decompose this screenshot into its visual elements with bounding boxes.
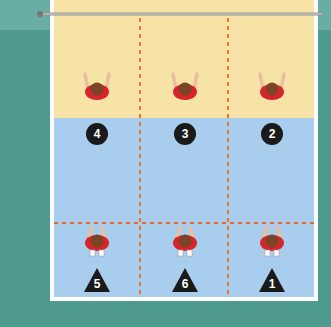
position-circle: 3 bbox=[174, 123, 196, 145]
position-number: 2 bbox=[261, 123, 283, 141]
position-number: 6 bbox=[172, 268, 198, 291]
position-number: 3 bbox=[174, 123, 196, 141]
player bbox=[173, 74, 197, 100]
front-zone bbox=[54, 0, 314, 118]
player bbox=[85, 228, 109, 256]
player bbox=[260, 228, 284, 256]
position-circle: 4 bbox=[86, 123, 108, 145]
position-triangle: 5 bbox=[84, 268, 110, 292]
net-post bbox=[37, 11, 43, 17]
position-number: 1 bbox=[259, 268, 285, 291]
zone-dividers bbox=[54, 18, 314, 297]
position-number: 5 bbox=[84, 268, 110, 291]
net-highlight bbox=[38, 14, 322, 15]
position-number: 4 bbox=[86, 123, 108, 141]
position-triangle: 6 bbox=[172, 268, 198, 292]
player bbox=[260, 74, 284, 100]
player bbox=[85, 74, 109, 100]
player bbox=[173, 228, 197, 256]
position-triangle: 1 bbox=[259, 268, 285, 292]
back-zone bbox=[54, 118, 314, 297]
court-line bbox=[50, 0, 318, 301]
net bbox=[38, 13, 322, 16]
position-circle: 2 bbox=[261, 123, 283, 145]
